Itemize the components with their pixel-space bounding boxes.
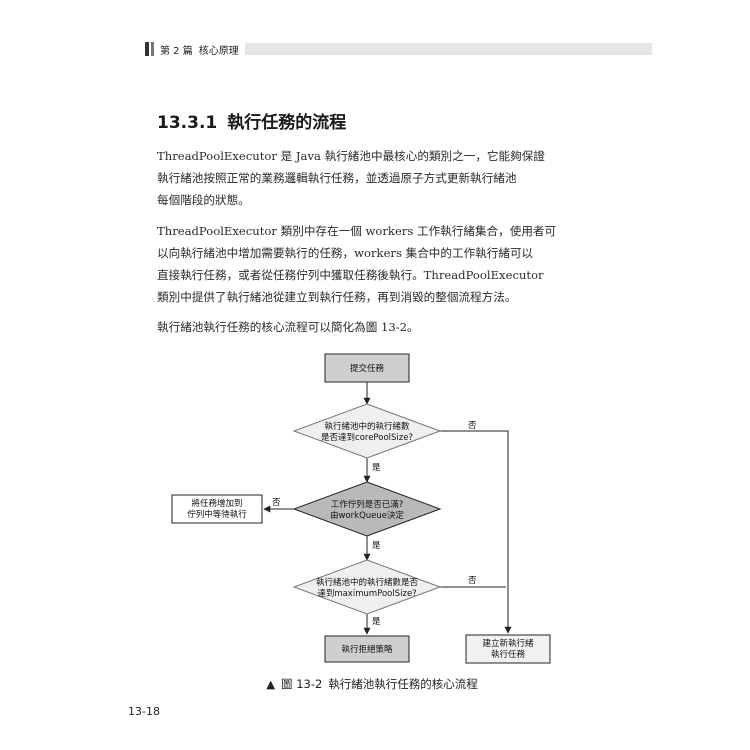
section-title: 執行任務的流程 <box>227 113 347 133</box>
paragraph-line: 直接執行任務，或者從任務佇列中獲取任務後執行。ThreadPoolExecuto… <box>157 268 544 282</box>
section-heading: 13.3.1 執行任務的流程 <box>157 108 346 133</box>
arrow-core-no-to-create <box>440 430 512 634</box>
label-yes-queue: 是 <box>372 541 381 551</box>
submit-task-box <box>324 353 410 383</box>
paragraph-line: ThreadPoolExecutor 類別中存在一個 workers 工作執行緒… <box>157 224 557 238</box>
header-strip <box>244 43 652 55</box>
paragraph-line: 類別中提供了執行緒池從建立到執行任務，再到消毀的整個流程方法。 <box>157 290 517 304</box>
decision-max-pool <box>292 559 442 615</box>
decision-max-line-2: 達到maximumPoolSize? <box>317 588 416 599</box>
paragraph-line: ThreadPoolExecutor 是 Java 執行緒池中最核心的類別之一，… <box>157 149 545 163</box>
create-thread-line-1: 建立新執行緒 <box>482 638 534 649</box>
submit-task-label: 提交任務 <box>350 363 385 374</box>
label-no-max: 否 <box>468 576 477 586</box>
paragraph-line: 以向執行緒池中增加需要執行的任務，workers 集合中的工作執行緒可以 <box>157 246 534 260</box>
add-to-queue-line-1: 將任務增加到 <box>191 498 242 509</box>
header-chapter: 第 2 篇 <box>160 45 193 57</box>
reject-policy-label: 執行拒絕策略 <box>341 644 393 655</box>
paragraph-2: ThreadPoolExecutor 類別中存在一個 workers 工作執行緒… <box>157 220 575 308</box>
reject-policy-box <box>324 635 410 663</box>
create-thread-box <box>465 634 551 664</box>
figure-caption: ▲ 圖 13-2 執行緒池執行任務的核心流程 <box>0 676 750 692</box>
caption-figure-number: 圖 13-2 <box>281 677 323 691</box>
label-yes-core: 是 <box>372 463 381 473</box>
paragraph-1: ThreadPoolExecutor 是 Java 執行緒池中最核心的類別之一，… <box>157 145 575 211</box>
decision-queue-full <box>292 481 442 537</box>
add-to-queue-box <box>171 494 263 524</box>
header-bar-dark <box>145 42 149 56</box>
decision-max-line-1: 執行緒池中的執行緒數是否 <box>316 577 419 588</box>
caption-text: 執行緒池執行任務的核心流程 <box>328 677 478 691</box>
paragraph-line: 每個階段的狀態。 <box>157 193 250 207</box>
flow-connectors <box>263 382 512 635</box>
header-part-title: 核心原理 <box>198 45 239 57</box>
paragraph-line: 執行緒池執行任務的核心流程可以簡化為圖 13-2。 <box>157 320 419 334</box>
decision-core-line-2: 是否達到corePoolSize? <box>321 432 413 443</box>
label-no-core: 否 <box>468 421 477 431</box>
add-to-queue-line-2: 佇列中等待執行 <box>187 509 247 520</box>
section-number: 13.3.1 <box>157 113 218 133</box>
page-number: 13-18 <box>128 705 160 718</box>
running-header: 第 2 篇 核心原理 <box>145 42 652 57</box>
paragraph-line: 執行緒池按照正常的業務邏輯執行任務，並透過原子方式更新執行緒池 <box>157 171 517 185</box>
label-no-queue: 否 <box>272 498 281 508</box>
decision-queue-line-1: 工作佇列是否已滿? <box>331 499 404 510</box>
paragraph-3: 執行緒池執行任務的核心流程可以簡化為圖 13-2。 <box>157 316 575 338</box>
header-bar-light <box>151 42 154 56</box>
decision-queue-line-2: 由workQueue決定 <box>330 510 404 521</box>
caption-marker: ▲ <box>266 677 276 691</box>
label-yes-max: 是 <box>372 617 381 627</box>
decision-core-line-1: 執行緒池中的執行緒數 <box>324 421 410 432</box>
create-thread-line-2: 執行任務 <box>491 649 526 660</box>
decision-core-pool <box>292 403 442 459</box>
